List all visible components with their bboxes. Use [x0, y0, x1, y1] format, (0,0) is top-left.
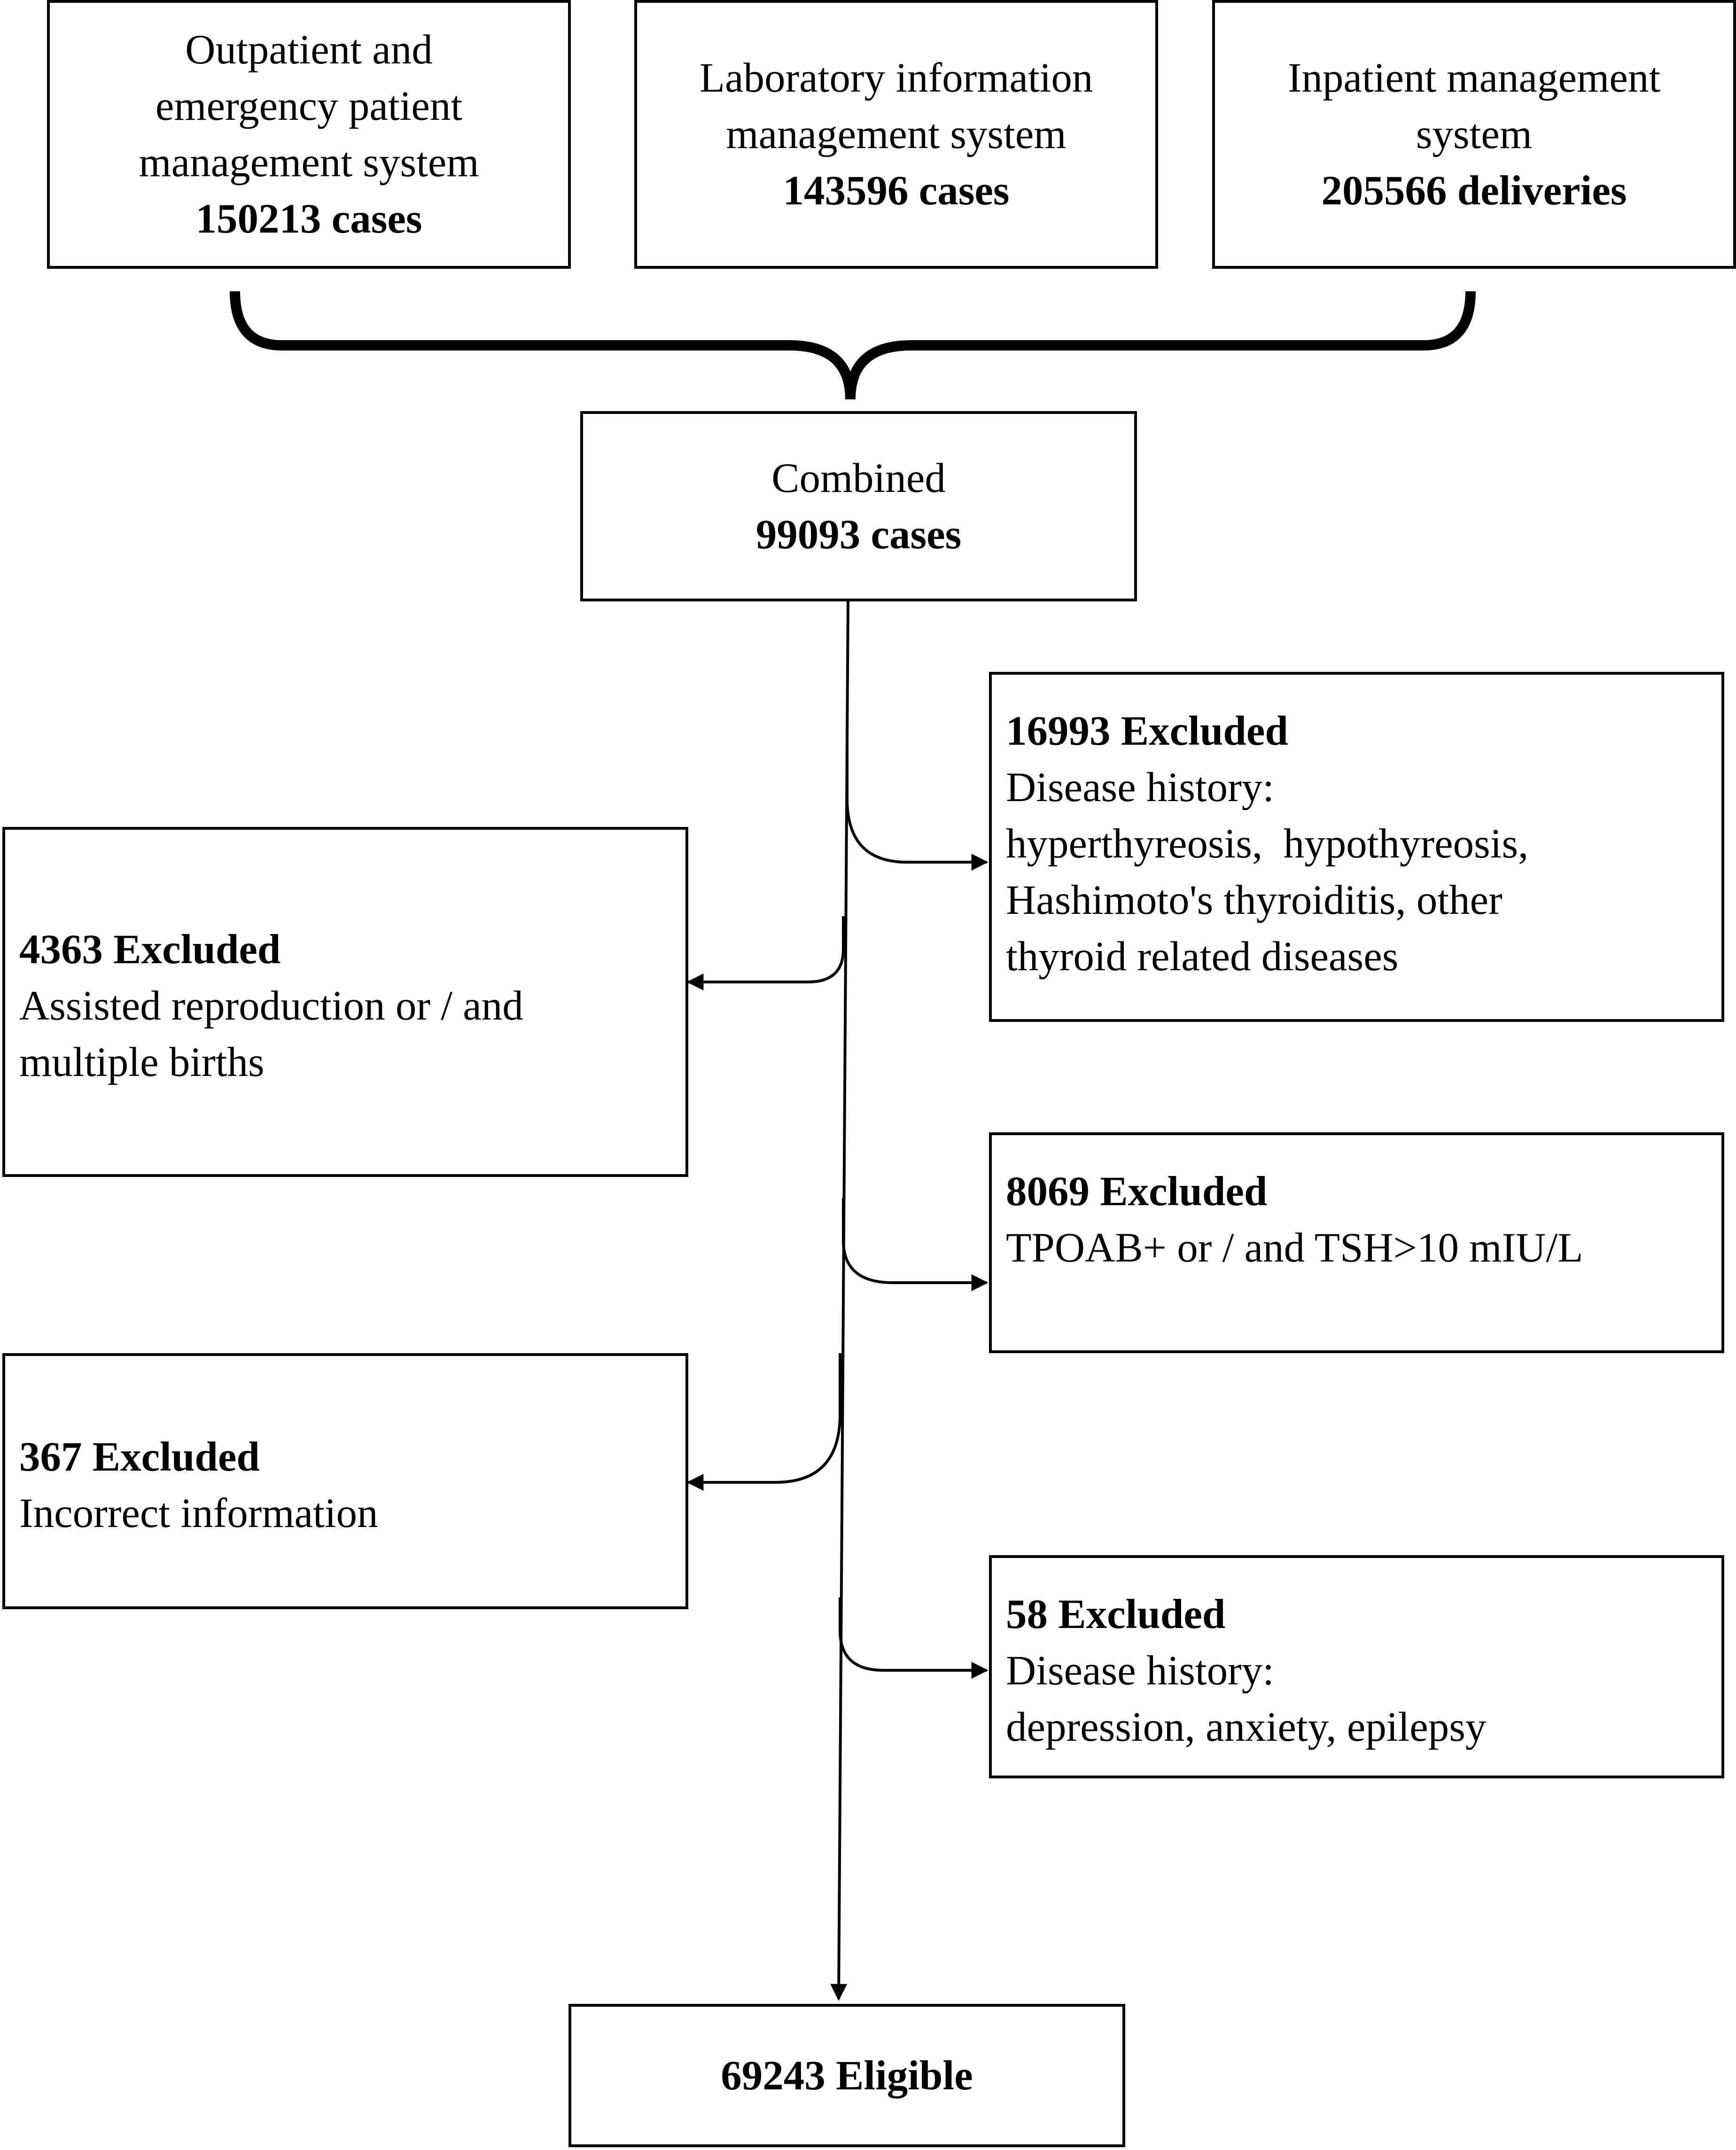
combined-label: Combined [771, 455, 946, 501]
source-label-line: management system [726, 111, 1067, 157]
source-count: 205566 deliveries [1321, 168, 1627, 214]
merge-brace [230, 291, 856, 400]
merge-brace-right [845, 291, 1476, 400]
source-label-line: emergency patient [155, 83, 463, 129]
source-box-inpatient: Inpatient management system 205566 deliv… [1212, 0, 1736, 269]
exclusion-reason-line: multiple births [19, 1039, 265, 1085]
exclusion-reason-line: Disease history: [1006, 1648, 1274, 1694]
source-count: 143596 cases [783, 168, 1010, 214]
exclusion-reason-line: thyroid related diseases [1006, 934, 1399, 980]
source-box-outpatient: Outpatient and emergency patient managem… [47, 0, 571, 269]
exclusion-reason-line: TPOAB+ or / and TSH>10 mIU/L [1006, 1225, 1583, 1271]
exclusion-box-thyroid-history: 16993 Excluded Disease history: hyperthy… [989, 672, 1724, 1022]
source-label-line: Inpatient management [1287, 55, 1661, 101]
exclusion-reason-line: Disease history: [1006, 764, 1274, 810]
exclusion-box-tpoab: 8069 Excluded TPOAB+ or / and TSH>10 mIU… [989, 1132, 1724, 1353]
source-label-line: Laboratory information [699, 55, 1093, 101]
exclusion-count: 367 Excluded [19, 1434, 260, 1480]
source-label-line: system [1416, 111, 1533, 157]
exclusion-count: 58 Excluded [1006, 1591, 1226, 1637]
exclusion-box-assisted-reproduction: 4363 Excluded Assisted reproduction or /… [2, 827, 688, 1177]
eligible-box: 69243 Eligible [568, 2004, 1125, 2147]
source-box-laboratory: Laboratory information management system… [634, 0, 1158, 269]
main-flow-line [830, 601, 849, 2001]
exclusion-reason-line: Hashimoto's thyroiditis, other [1006, 877, 1502, 923]
eligible-count: 69243 Eligible [721, 2052, 973, 2099]
exclusion-box-incorrect-info: 367 Excluded Incorrect information [2, 1353, 688, 1609]
branch-right-2 [842, 1198, 989, 1291]
branch-left-2 [686, 1353, 841, 1491]
branch-right-3 [839, 1597, 989, 1679]
branch-right-1 [846, 728, 989, 871]
exclusion-reason-line: Assisted reproduction or / and [19, 983, 523, 1029]
combined-box: Combined 99093 cases [580, 411, 1137, 601]
exclusion-reason-line: hyperthyreosis, hypothyreosis, [1006, 821, 1529, 867]
source-label-line: management system [139, 140, 479, 186]
source-label-line: Outpatient and [185, 27, 433, 73]
branch-left-1 [686, 916, 845, 990]
exclusion-reason-line: Incorrect information [19, 1490, 378, 1536]
source-count: 150213 cases [195, 196, 422, 242]
combined-count: 99093 cases [755, 511, 962, 558]
exclusion-box-psych-history: 58 Excluded Disease history: depression,… [989, 1555, 1724, 1778]
exclusion-count: 4363 Excluded [19, 927, 281, 973]
exclusion-count: 8069 Excluded [1006, 1168, 1268, 1215]
exclusion-reason-line: depression, anxiety, epilepsy [1006, 1704, 1487, 1750]
exclusion-count: 16993 Excluded [1006, 708, 1288, 754]
